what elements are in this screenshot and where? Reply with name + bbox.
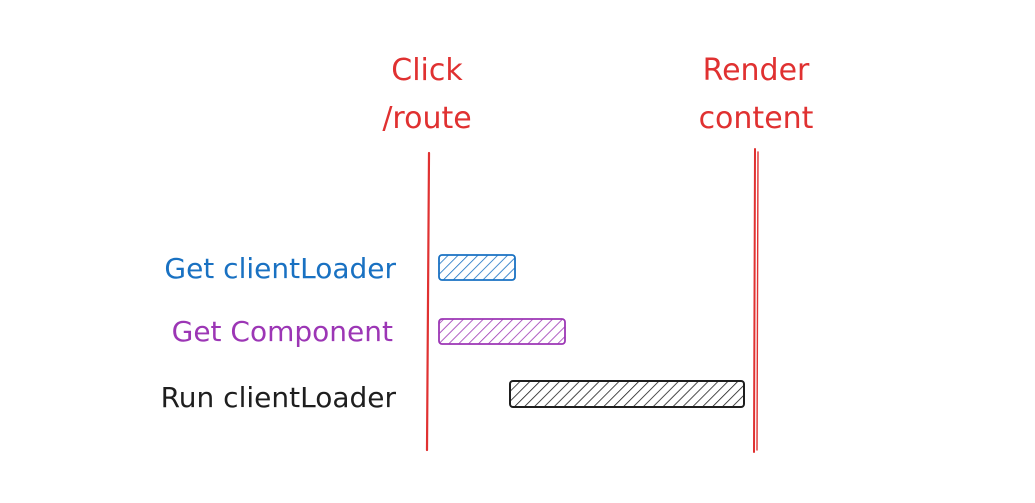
marker-click-route: Click /route xyxy=(382,53,472,452)
row-get-component: Get Component xyxy=(172,315,566,348)
marker-click-route-line2: /route xyxy=(382,101,471,136)
marker-click-route-line1: Click xyxy=(391,53,463,88)
marker-render-content-line-a xyxy=(753,148,756,453)
row-get-client-loader: Get clientLoader xyxy=(164,252,516,285)
marker-render-content-line-b xyxy=(756,151,759,451)
marker-click-route-line xyxy=(425,151,431,452)
row-run-client-loader: Run clientLoader xyxy=(161,380,745,414)
marker-render-content-line1: Render xyxy=(703,53,810,88)
marker-render-content: Render content xyxy=(699,53,814,453)
bar-get-client-loader xyxy=(438,254,516,281)
bar-run-client-loader xyxy=(509,380,745,408)
bar-get-component xyxy=(438,318,566,345)
marker-render-content-line2: content xyxy=(699,101,814,136)
row-label-run-client-loader: Run clientLoader xyxy=(161,381,397,414)
row-label-get-component: Get Component xyxy=(172,315,393,348)
row-label-get-client-loader: Get clientLoader xyxy=(164,252,396,285)
